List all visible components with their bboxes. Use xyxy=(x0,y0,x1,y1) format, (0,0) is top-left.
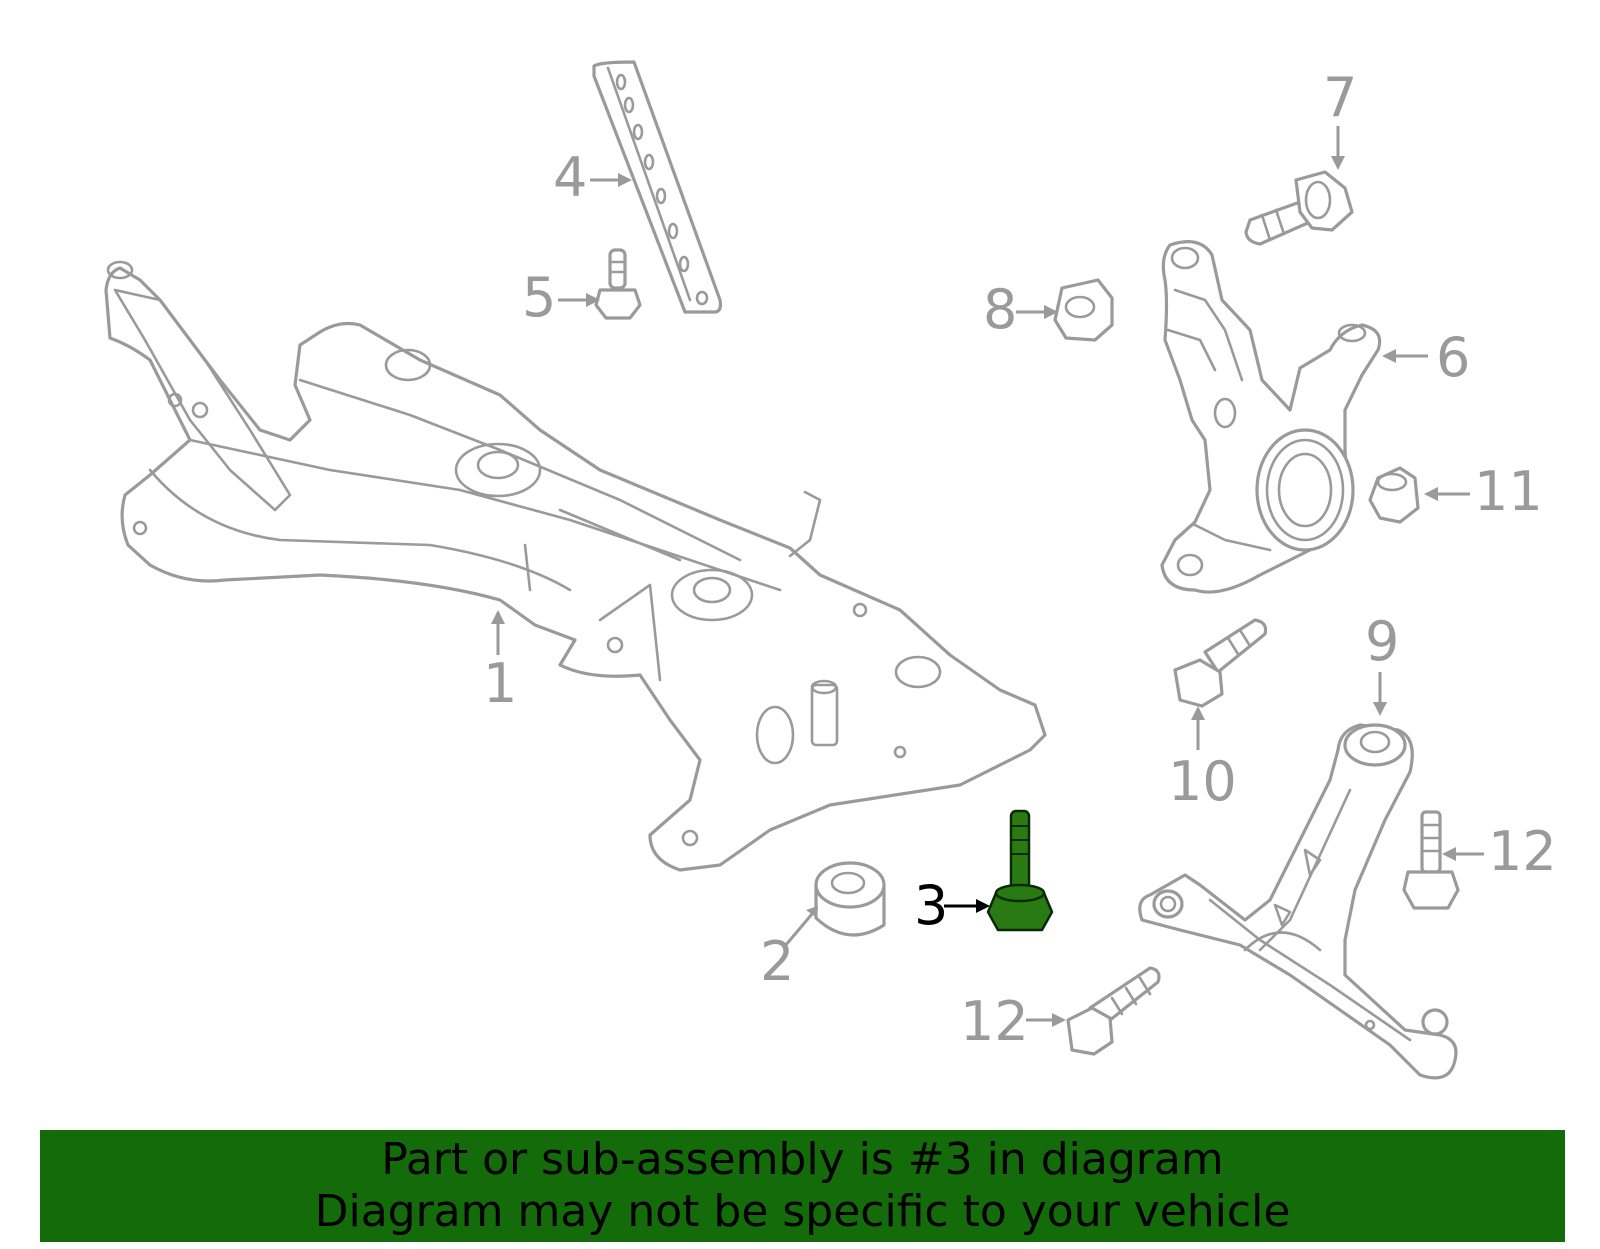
callout-2: 2 xyxy=(760,906,818,993)
callout-7: 7 xyxy=(1323,66,1357,170)
banner-line-part-number: Part or sub-assembly is #3 in diagram xyxy=(381,1134,1224,1185)
callout-10: 10 xyxy=(1168,706,1237,813)
callout-8: 8 xyxy=(983,278,1058,341)
callout-label: 8 xyxy=(983,278,1017,341)
callout-9: 9 xyxy=(1365,610,1399,716)
banner-line-disclaimer: Diagram may not be specific to your vehi… xyxy=(314,1186,1291,1237)
bushing-part xyxy=(814,861,886,937)
bolt-5-part xyxy=(594,248,642,320)
callout-5: 5 xyxy=(522,266,600,329)
lower-control-arm-part xyxy=(1138,723,1458,1080)
callout-1: 1 xyxy=(483,610,517,715)
crossmember-part xyxy=(104,260,1047,872)
callout-3: 3 xyxy=(914,874,990,937)
callout-label: 5 xyxy=(522,266,556,329)
callout-label: 12 xyxy=(960,990,1029,1053)
callout-4: 4 xyxy=(553,146,632,209)
callout-12-bottom: 12 xyxy=(960,990,1066,1053)
highlighted-bolt-3-part xyxy=(986,809,1054,932)
callout-label: 11 xyxy=(1474,460,1543,523)
callout-label: 3 xyxy=(914,874,948,937)
callout-label: 1 xyxy=(483,652,517,715)
info-banner: Part or sub-assembly is #3 in diagram Di… xyxy=(40,1130,1565,1242)
bolt-12-bottom-part xyxy=(1066,966,1161,1056)
callout-6: 6 xyxy=(1382,326,1470,389)
nut-11-part xyxy=(1368,466,1420,524)
callout-12-right: 12 xyxy=(1442,820,1557,883)
callout-label: 7 xyxy=(1323,66,1357,129)
callout-label: 6 xyxy=(1436,326,1470,389)
steering-knuckle-part xyxy=(1160,240,1382,594)
bolt-12-right-part xyxy=(1402,810,1460,910)
bolt-10-part xyxy=(1173,618,1268,708)
brace-part xyxy=(592,60,723,314)
callout-label: 9 xyxy=(1365,610,1399,673)
nut-8-part xyxy=(1053,278,1114,342)
callout-label: 12 xyxy=(1488,820,1557,883)
callout-label: 4 xyxy=(553,146,587,209)
callout-11: 11 xyxy=(1424,460,1543,523)
callout-label: 10 xyxy=(1168,750,1237,813)
bolt-7-part xyxy=(1244,170,1354,246)
